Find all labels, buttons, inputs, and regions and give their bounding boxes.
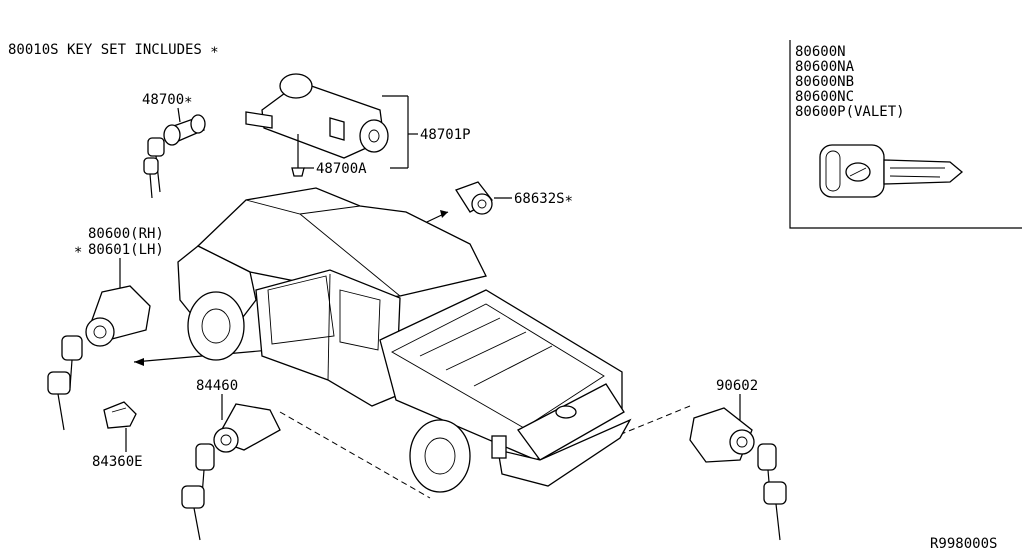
callout-48700A: 48700A — [316, 161, 367, 177]
key-icon — [143, 137, 165, 199]
key-icon — [819, 144, 964, 198]
callout-asterisk: ∗ — [74, 242, 82, 258]
tailgate-lock-90602: 90602 — [591, 378, 787, 541]
clip-icon — [103, 401, 137, 429]
legend-part-4: 80600P(VALET) — [795, 104, 905, 120]
legend-part-0: 80600N — [795, 44, 846, 60]
key-set-note: 80010S KEY SET INCLUDES ∗ — [8, 42, 219, 58]
callout-48701P: 48701P — [420, 127, 471, 143]
lock-cylinder-icon — [163, 114, 206, 146]
callout-68632S: 68632S∗ — [514, 191, 573, 207]
truck-icon — [177, 187, 632, 493]
lock-cylinder-icon — [689, 407, 755, 463]
lock-84460: 84460 — [181, 378, 431, 541]
clip-84360E: 84360E — [92, 401, 143, 470]
legend-part-2: 80600NB — [795, 74, 854, 90]
legend-part-1: 80600NA — [795, 59, 855, 75]
key-icon — [47, 335, 83, 431]
lock-cylinder-icon — [213, 403, 281, 453]
callout-80601: 80601(LH) — [88, 242, 164, 258]
diagram-code: R998000S — [930, 536, 997, 552]
key-icon — [181, 443, 215, 541]
fuel-lid-lock-68632S: 68632S∗ — [371, 181, 573, 249]
steering-lock-48701P: 48701P 48700A — [245, 73, 471, 177]
callout-84460: 84460 — [196, 378, 238, 394]
lock-cylinder-icon — [455, 181, 493, 215]
key-icon — [757, 443, 787, 541]
callout-84360E: 84360E — [92, 454, 143, 470]
callout-48700: 48700∗ — [142, 92, 193, 108]
door-lock-80600: 80600(RH) ∗ 80601(LH) — [47, 226, 317, 431]
ignition-lock-48700: 48700∗ — [142, 92, 206, 199]
key-legend-box: 80600N 80600NA 80600NB 80600NC 80600P(VA… — [789, 40, 1022, 229]
legend-part-3: 80600NC — [795, 89, 854, 105]
screw-icon — [291, 134, 305, 177]
callout-80600: 80600(RH) — [88, 226, 164, 242]
lock-cylinder-icon — [85, 285, 151, 347]
callout-90602: 90602 — [716, 378, 758, 394]
